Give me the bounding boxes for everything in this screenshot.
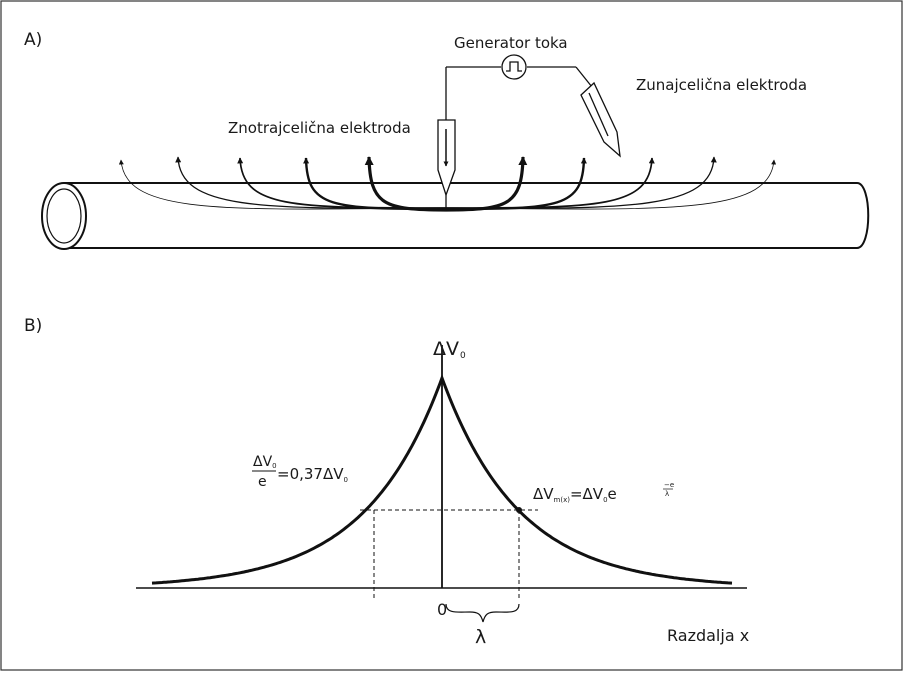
lambda-brace <box>445 603 520 623</box>
lambda-point <box>516 507 522 513</box>
right-eq-lhs: ΔVm(x)=ΔV0e <box>533 485 617 504</box>
axon-cylinder <box>41 182 870 250</box>
lambda-label: λ <box>475 626 486 648</box>
current-line-left-5 <box>364 156 447 212</box>
y-axis-label: ΔV0 <box>433 338 466 361</box>
right-equation: ΔVm(x)=ΔV0e −e λ <box>533 481 674 504</box>
chart-axes <box>136 345 747 589</box>
current-line-right-5 <box>445 159 777 210</box>
left-eq-rhs: =0,37ΔV0 <box>277 465 348 484</box>
left-eq-numerator: ΔV0 <box>253 454 277 470</box>
right-eq-exp-num: −e <box>664 481 674 489</box>
panel-b-label: B) <box>24 316 42 336</box>
current-line-right-2 <box>445 157 587 211</box>
left-equation: ΔV0 e =0,37ΔV0 <box>252 454 348 490</box>
right-eq-exp-den: λ <box>665 490 669 498</box>
current-generator-icon <box>501 54 527 80</box>
lambda-guides <box>360 509 538 599</box>
panel-a-label: A) <box>24 30 42 50</box>
extracellular-electrode <box>580 81 621 158</box>
intracellular-electrode <box>437 119 456 209</box>
generator-circuit <box>445 66 593 120</box>
current-flow-lines <box>118 156 777 212</box>
extracellular-electrode-label: Zunajcelična elektroda <box>636 76 807 94</box>
decay-curve <box>151 373 733 585</box>
origin-label: 0 <box>437 600 447 619</box>
x-axis-label: Razdalja x <box>667 626 749 645</box>
generator-label: Generator toka <box>454 34 568 52</box>
intracellular-electrode-label: Znotrajcelična elektroda <box>228 119 411 137</box>
left-eq-denominator: e <box>258 474 267 490</box>
